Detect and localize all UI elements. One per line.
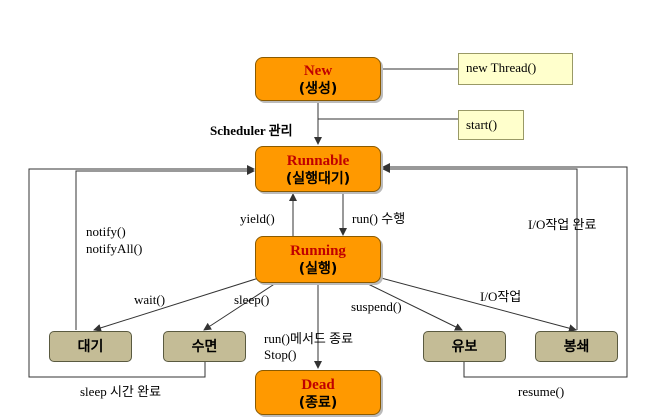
- resume-arrow: [382, 163, 628, 378]
- label-io-done: I/O작업 완료: [528, 217, 597, 232]
- label-io-work: I/O작업: [480, 289, 522, 304]
- sleep-done-arrow: [28, 165, 255, 378]
- label-sleep-done: sleep 시간 완료: [80, 384, 162, 399]
- state-dead: Dead (종료): [255, 370, 381, 415]
- label-wait: wait(): [134, 292, 166, 307]
- state-runnable: Runnable (실행대기): [255, 146, 381, 192]
- state-dead-title: Dead: [301, 377, 335, 393]
- wait-arrow: [93, 276, 263, 332]
- label-yield: yield(): [240, 211, 275, 226]
- block-wait: 대기: [49, 331, 132, 362]
- state-new: New (생성): [255, 57, 381, 101]
- note-new-thread: new Thread(): [458, 53, 573, 85]
- suspend-arrow: [365, 282, 463, 331]
- label-run: run() 수행: [352, 211, 406, 226]
- label-notify-all: notifyAll(): [86, 241, 143, 256]
- block-blocked: 봉쇄: [535, 331, 618, 362]
- io-work-arrow: [380, 277, 577, 333]
- state-running: Running (실행): [255, 236, 381, 283]
- label-sleep: sleep(): [234, 292, 270, 307]
- block-sleep: 수면: [163, 331, 246, 362]
- note-start: start(): [458, 110, 524, 140]
- notify-arrow: [75, 167, 255, 330]
- label-run-end: run()메서드 종료: [264, 331, 354, 346]
- state-dead-korean: (종료): [298, 395, 338, 411]
- io-done-arrow: [382, 165, 578, 330]
- state-new-title: New: [303, 63, 333, 79]
- label-notify: notify(): [86, 224, 126, 239]
- label-stop: Stop(): [264, 347, 297, 362]
- label-resume: resume(): [518, 384, 565, 399]
- state-runnable-title: Runnable: [286, 153, 350, 169]
- label-suspend: suspend(): [351, 299, 402, 314]
- sleep-arrow: [203, 282, 277, 331]
- state-runnable-korean: (실행대기): [285, 171, 351, 187]
- state-new-korean: (생성): [298, 81, 338, 97]
- state-running-title: Running: [290, 243, 346, 259]
- block-io: 유보: [423, 331, 506, 362]
- state-running-korean: (실행): [298, 261, 338, 277]
- label-scheduler: Scheduler 관리: [210, 123, 293, 138]
